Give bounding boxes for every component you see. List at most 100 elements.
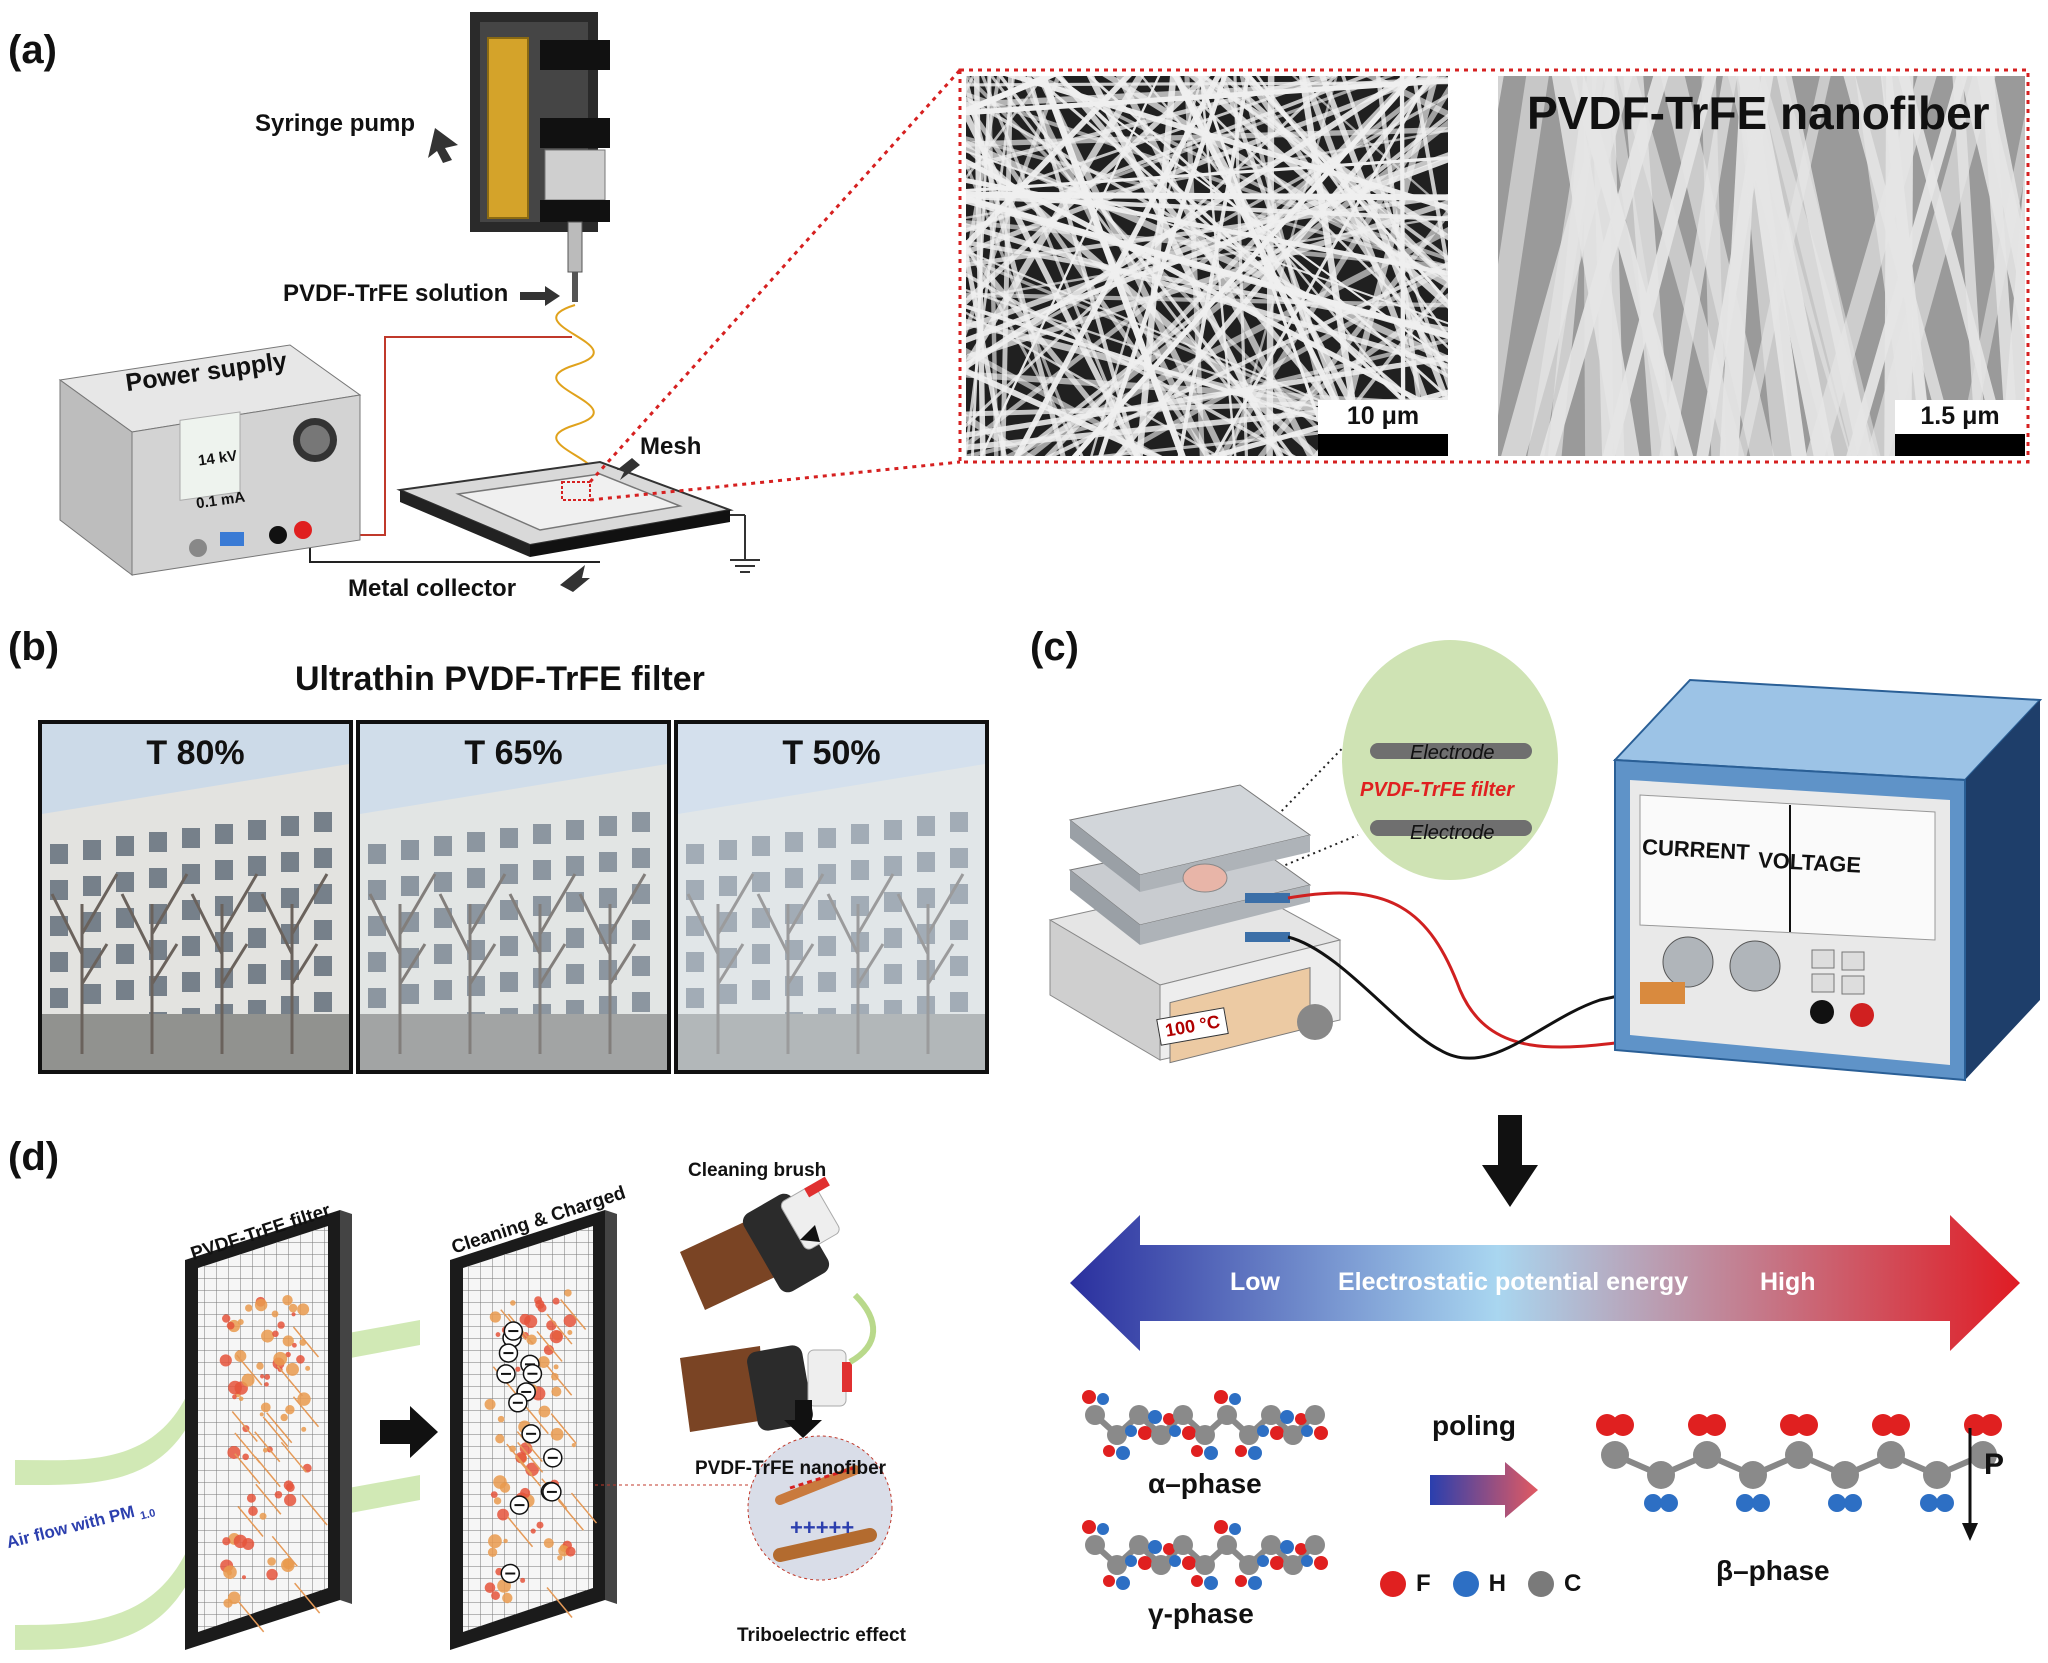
window bbox=[434, 908, 452, 928]
carbon-atom bbox=[1129, 1405, 1149, 1425]
window bbox=[83, 840, 101, 860]
side-atom bbox=[1103, 1575, 1115, 1587]
fiber bbox=[966, 338, 1448, 456]
fluorine-atom bbox=[1596, 1414, 1618, 1436]
fiber bbox=[236, 1354, 263, 1386]
fiber bbox=[966, 76, 1211, 306]
window bbox=[500, 828, 518, 848]
window bbox=[248, 820, 266, 840]
particle bbox=[488, 1534, 502, 1549]
filter-photo-3: T 50% bbox=[674, 720, 989, 1074]
fiber bbox=[989, 76, 1283, 456]
window bbox=[281, 852, 299, 872]
alpha-phase-label: α–phase bbox=[1148, 1468, 1262, 1499]
fluorine-atom bbox=[1980, 1414, 2002, 1436]
fiber bbox=[966, 240, 1448, 332]
fiber bbox=[1199, 76, 1237, 456]
fiber bbox=[1046, 261, 1448, 456]
electrode-bottom-label: Electrode bbox=[1410, 822, 1495, 844]
particle bbox=[285, 1362, 299, 1376]
side-atom bbox=[1229, 1393, 1241, 1405]
fiber bbox=[1113, 76, 1438, 456]
energy-gradient-arrow bbox=[1070, 1215, 2020, 1351]
particle bbox=[484, 1398, 496, 1410]
particle bbox=[237, 1318, 244, 1325]
particle bbox=[484, 1582, 496, 1594]
window bbox=[83, 876, 101, 896]
scale-1-label: 10 μm bbox=[1318, 400, 1448, 456]
particle bbox=[297, 1392, 311, 1406]
side-atom bbox=[1270, 1426, 1284, 1440]
fiber bbox=[506, 1516, 534, 1548]
side-atom bbox=[1248, 1576, 1262, 1590]
fiber bbox=[1036, 76, 1228, 456]
fiber bbox=[546, 1313, 573, 1345]
fiber bbox=[966, 76, 1132, 250]
side-atom bbox=[1314, 1426, 1328, 1440]
hot-plate-illustration bbox=[1048, 784, 1342, 1064]
arrow-solution bbox=[520, 286, 560, 306]
particle bbox=[248, 1506, 258, 1516]
window bbox=[182, 900, 200, 920]
particle bbox=[499, 1482, 511, 1493]
window bbox=[182, 936, 200, 956]
fiber bbox=[1266, 76, 1275, 456]
fiber bbox=[966, 76, 975, 94]
carbon-atom bbox=[1969, 1441, 1997, 1469]
carbon-atom bbox=[1601, 1441, 1629, 1469]
metal-collector-label: Metal collector bbox=[348, 575, 517, 602]
fiber bbox=[1054, 76, 1448, 446]
filter-frame-1 bbox=[185, 1210, 352, 1650]
side-atom bbox=[1257, 1425, 1269, 1437]
particle bbox=[274, 1490, 283, 1499]
window bbox=[632, 812, 650, 832]
particle bbox=[232, 1394, 237, 1400]
tree bbox=[190, 873, 259, 1054]
window bbox=[533, 824, 551, 844]
power-supply-illustration bbox=[58, 344, 362, 577]
fiber bbox=[1034, 76, 1448, 282]
side-atom bbox=[1191, 1445, 1203, 1457]
particle bbox=[515, 1366, 521, 1372]
fiber bbox=[966, 347, 1163, 456]
side-atom bbox=[1235, 1445, 1247, 1457]
side-atom bbox=[1097, 1393, 1109, 1405]
fiber bbox=[1004, 227, 1448, 456]
fiber bbox=[1177, 76, 1250, 456]
window bbox=[500, 936, 518, 956]
window bbox=[368, 844, 386, 864]
red-wire bbox=[345, 336, 572, 536]
side-atom bbox=[1204, 1576, 1218, 1590]
window bbox=[632, 992, 650, 1012]
side-atom bbox=[1097, 1523, 1109, 1535]
side-atom bbox=[1169, 1425, 1181, 1437]
window bbox=[83, 984, 101, 1004]
particle bbox=[260, 1374, 265, 1379]
window bbox=[566, 820, 584, 840]
particle bbox=[283, 1480, 294, 1491]
scale-2-label: 1.5 μm bbox=[1895, 400, 2025, 456]
side-atom bbox=[1235, 1575, 1247, 1587]
particle bbox=[543, 1538, 554, 1549]
mesh-label: Mesh bbox=[640, 433, 702, 460]
side-atom bbox=[1301, 1425, 1313, 1437]
panel-a-letter: (a) bbox=[8, 28, 57, 72]
metal-collector-illustration bbox=[396, 460, 760, 573]
side-atom bbox=[1148, 1410, 1162, 1424]
particle bbox=[551, 1386, 562, 1397]
window bbox=[566, 928, 584, 948]
window bbox=[149, 832, 167, 852]
fiber bbox=[237, 1506, 264, 1538]
fiber bbox=[292, 1396, 320, 1428]
particle bbox=[549, 1330, 563, 1344]
fiber bbox=[1171, 76, 1448, 350]
window bbox=[149, 868, 167, 888]
energy-middle-label: Electrostatic potential energy bbox=[1338, 1268, 1689, 1296]
particle bbox=[291, 1312, 296, 1317]
particle bbox=[280, 1413, 288, 1422]
particle bbox=[254, 1298, 268, 1312]
side-atom bbox=[1138, 1556, 1152, 1570]
cleaning-brush-2 bbox=[680, 1345, 852, 1432]
transmittance-label-2: T 65% bbox=[464, 734, 563, 772]
particle bbox=[277, 1321, 285, 1329]
